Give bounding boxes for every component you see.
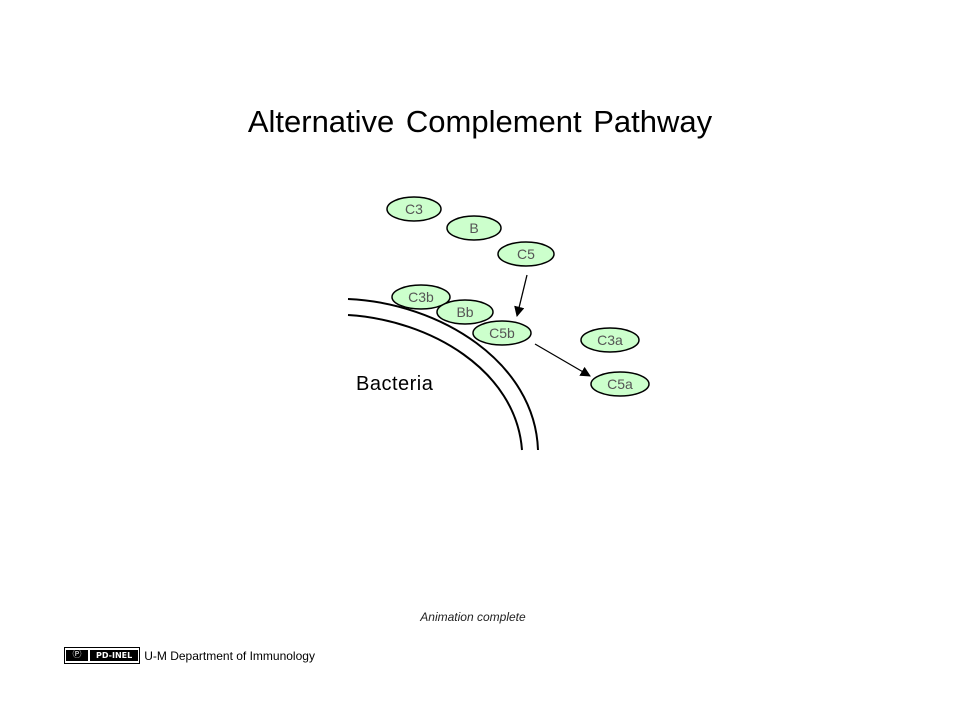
license-badge: Ⓟ PD-INEL: [64, 647, 141, 664]
svg-text:B: B: [469, 220, 478, 236]
svg-text:C5b: C5b: [489, 325, 515, 341]
svg-text:C3: C3: [405, 201, 423, 217]
molecule-c3b: C3b: [391, 284, 451, 310]
svg-text:C5a: C5a: [607, 376, 633, 392]
bacteria-membrane-outer: [347, 298, 539, 451]
molecule-bb: Bb: [436, 299, 494, 325]
svg-text:Bb: Bb: [456, 304, 473, 320]
bacteria-label: Bacteria: [356, 373, 434, 395]
page-title: Alternative Complement Pathway: [247, 104, 713, 139]
svg-text:C3a: C3a: [597, 332, 623, 348]
bacteria-membrane-inner: [347, 314, 523, 451]
license-badge-label: PD-INEL: [90, 650, 139, 661]
molecule-c5: C5: [497, 241, 555, 267]
footer-credit: Ⓟ PD-INEL U-M Department of Immunology: [64, 647, 315, 664]
svg-text:C5: C5: [517, 246, 535, 262]
molecule-c3: C3: [386, 196, 442, 222]
molecule-c3a: C3a: [580, 327, 640, 353]
svg-text:C3b: C3b: [408, 289, 434, 305]
molecule-c5b: C5b: [472, 320, 532, 346]
arrow-c5-to-convertase: [514, 274, 528, 318]
public-domain-icon: Ⓟ: [66, 650, 88, 661]
molecule-c5a: C5a: [590, 371, 650, 397]
animation-status: Animation complete: [420, 610, 526, 624]
department-credit: U-M Department of Immunology: [144, 648, 315, 663]
arrow-c5b-to-c5a: [534, 343, 591, 377]
molecule-b: B: [446, 215, 502, 241]
